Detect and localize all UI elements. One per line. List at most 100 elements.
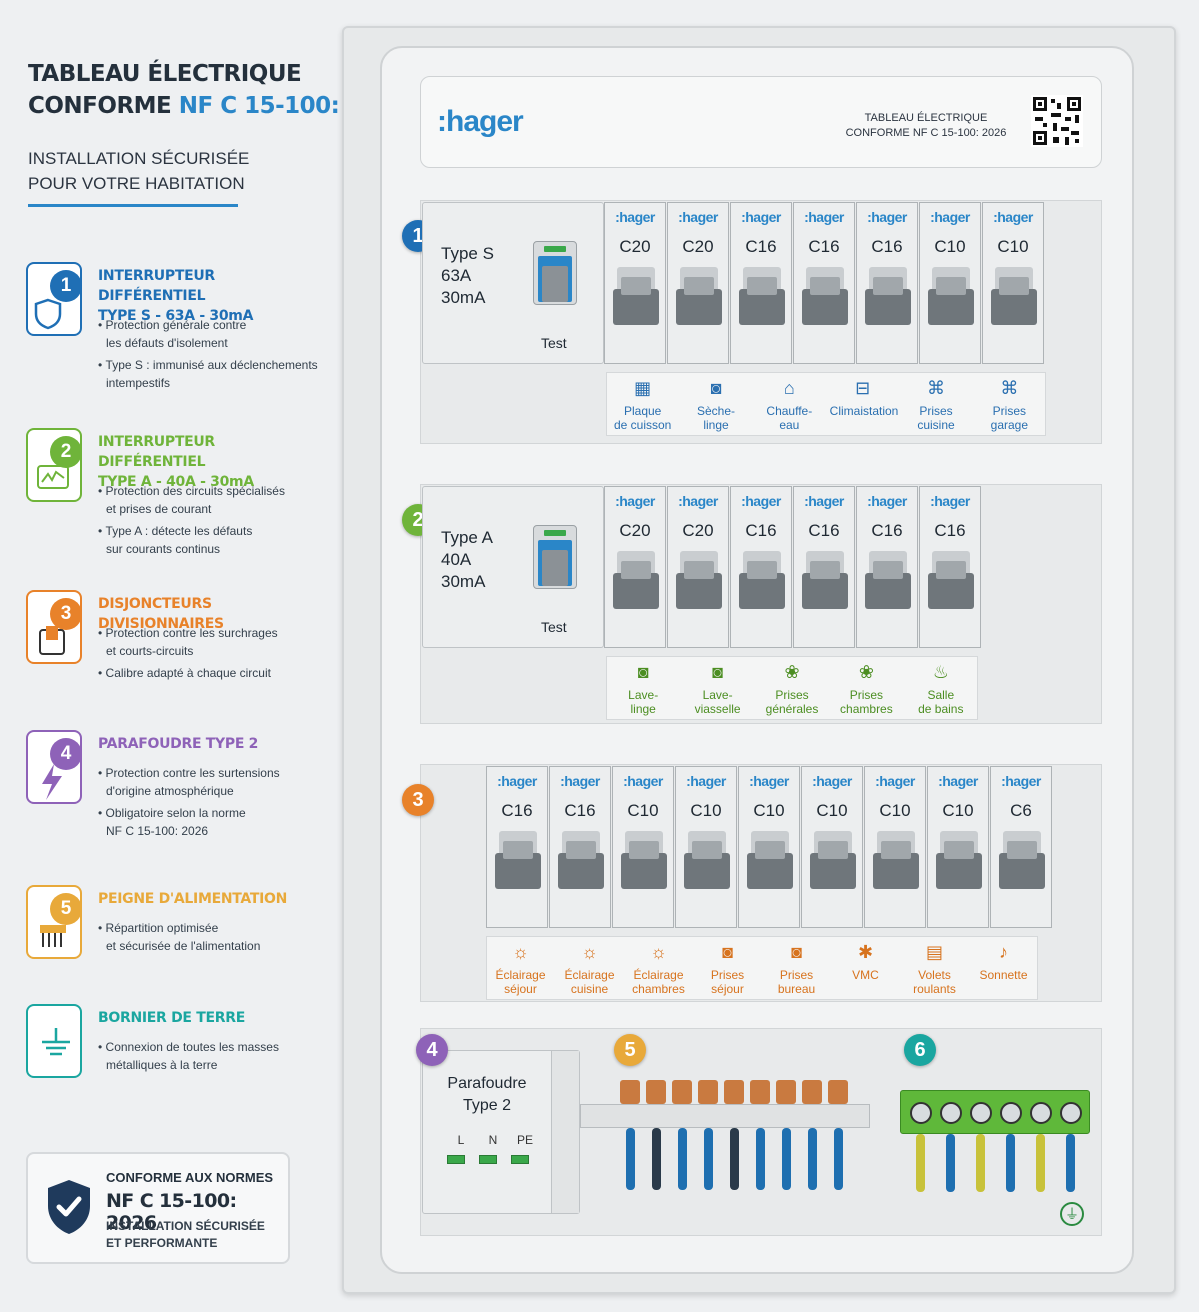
breaker-handle[interactable] [865,573,911,609]
circuit-label-line: Lave- [702,688,733,702]
circuit-label: ✱VMC [833,940,899,1006]
rcd-test-button[interactable]: Test [541,335,567,351]
legend-number: 3 [50,598,82,630]
rcd-label-line: Type S [441,244,494,263]
legend-item: BORNIER DE TERREConnexion de toutes les … [26,1004,326,1104]
bullet-line: et sécurisée de l'alimentation [106,939,261,953]
comb-terminal [828,1080,848,1104]
rcd-handle[interactable] [542,550,568,586]
breaker-handle[interactable] [999,853,1045,889]
breaker-handle[interactable] [865,289,911,325]
breaker-handle[interactable] [802,289,848,325]
breaker-rating: C6 [1010,801,1032,820]
breaker-handle[interactable] [936,853,982,889]
breaker-handle-top [810,561,840,579]
title-prefix: CONFORME [28,93,179,119]
breaker-handle[interactable] [991,289,1037,325]
breaker-handle[interactable] [613,573,659,609]
breaker-handle[interactable] [558,853,604,889]
rcd-toggle[interactable] [533,241,577,305]
rcd-toggle[interactable] [533,525,577,589]
breaker-rating: C16 [871,521,903,540]
circuit-label: ◙Lave-viasselle [685,660,751,726]
breaker-rating: C20 [682,521,714,540]
rcd-handle[interactable] [542,266,568,302]
breaker-handle[interactable] [684,853,730,889]
breaker-rating: C10 [934,237,966,256]
breaker-handle-top [810,277,840,295]
breaker-handle[interactable] [739,573,785,609]
breaker-handle[interactable] [495,853,541,889]
bullet-line: Calibre adapté à chaque circuit [105,666,271,680]
subtitle-line-1: INSTALLATION SÉCURISÉE [28,149,250,168]
breaker-icon [39,626,65,655]
breaker-handle[interactable] [873,853,919,889]
breaker-handle[interactable] [810,853,856,889]
breaker-handle[interactable] [928,289,974,325]
breaker-rating: C10 [627,801,659,820]
breaker-handle[interactable] [613,289,659,325]
circuit-label-line: eau [779,418,800,432]
circuit-label-line: viasselle [694,702,741,716]
breaker-rating: C10 [816,801,848,820]
legend-icon-box: 4 [26,730,82,804]
breaker-handle-top [621,561,651,579]
circuit-label: ⌂Chauffe-eau [756,376,822,442]
breaker-handle[interactable] [747,853,793,889]
circuit-appliance-icon: ◙ [722,942,733,962]
rcd-test-button[interactable]: Test [541,619,567,635]
wire [756,1128,765,1190]
breaker-brand: :hager [812,773,852,789]
breaker-handle-top [684,277,714,295]
rcd-indicator [544,530,566,536]
legend-heading-1: BORNIER DE TERRE [98,1010,245,1026]
breaker-handle-top [747,277,777,295]
breaker-handle[interactable] [621,853,667,889]
breaker-handle[interactable] [676,289,722,325]
circuit-label-line: Éclairage [564,968,615,982]
badge-norm: NF C 15-100: 2026 [106,1190,237,1234]
row-number-badge: 5 [614,1034,646,1066]
circuit-label-line: générales [765,702,819,716]
breaker-handle[interactable] [739,289,785,325]
circuit-appliance-icon: ◙ [637,662,649,682]
wire [808,1128,817,1190]
legend-bullet: Calibre adapté à chaque circuit [98,664,338,682]
circuit-label-line: Prises [919,404,953,418]
ground-icon [42,1028,70,1056]
ground-screw [940,1102,962,1124]
legend-heading: BORNIER DE TERRE [98,1008,245,1028]
breaker-handle[interactable] [802,573,848,609]
breaker-brand: :hager [741,209,781,225]
circuit-label-line: VMC [852,968,879,982]
breaker-handle[interactable] [676,573,722,609]
breaker-handle[interactable] [928,573,974,609]
